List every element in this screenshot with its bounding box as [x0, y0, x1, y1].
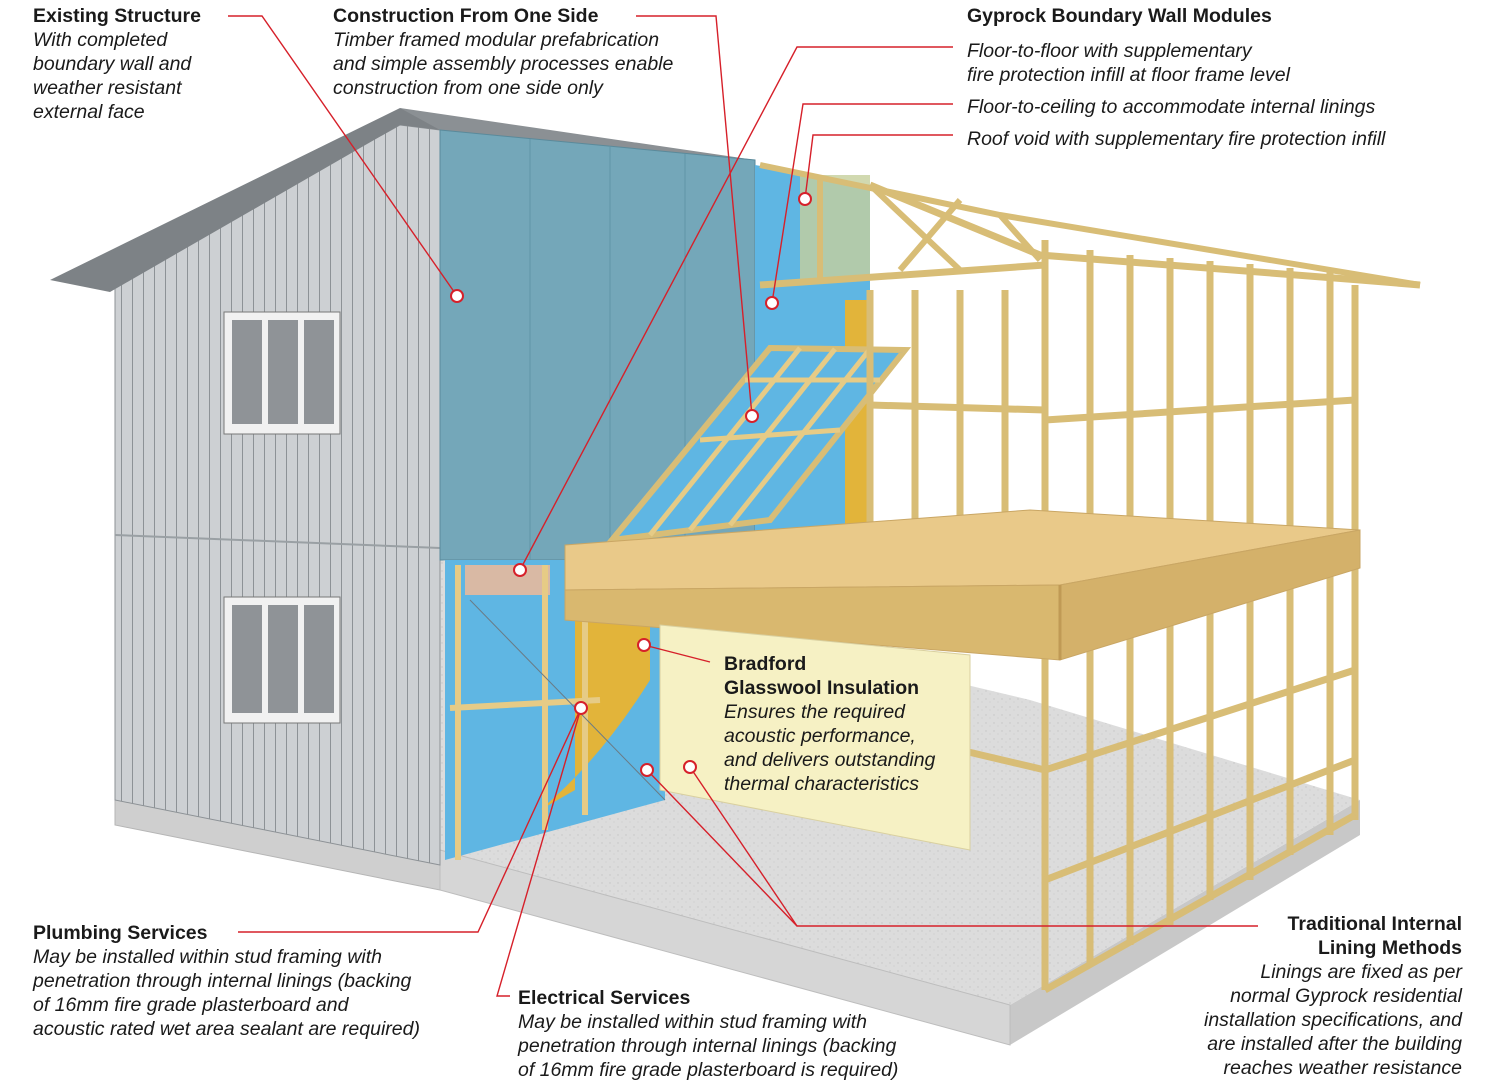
- tilted-panel: [604, 344, 912, 544]
- callout-title: Plumbing Services: [33, 922, 208, 944]
- callout-gyprock-modules: Gyprock Boundary Wall Modules Floor-to-f…: [967, 4, 1385, 151]
- callout-description: Ensures the required acoustic performanc…: [724, 701, 936, 795]
- boundary-wall-board: [439, 129, 756, 561]
- callout-existing-structure: Existing Structure With completed bounda…: [33, 4, 201, 124]
- lower-wall-module: [445, 560, 666, 860]
- callout-title: Traditional Internal Lining Methods: [1287, 913, 1462, 959]
- module-item-floor-to-ceiling: Floor-to-ceiling to accommodate internal…: [967, 96, 1376, 118]
- callout-construction-one-side: Construction From One Side Timber framed…: [333, 4, 673, 100]
- callout-description: Timber framed modular prefabrication and…: [333, 29, 674, 99]
- callout-title: Construction From One Side: [333, 5, 599, 27]
- callout-plumbing-services: Plumbing Services May be installed withi…: [33, 921, 420, 1041]
- callout-title: Gyprock Boundary Wall Modules: [967, 5, 1272, 27]
- callout-title: Existing Structure: [33, 5, 201, 27]
- callout-description: May be installed within stud framing wit…: [33, 946, 420, 1040]
- callout-title: Electrical Services: [518, 987, 691, 1009]
- leader-lines: [228, 15, 1258, 997]
- callout-description: May be installed within stud framing wit…: [518, 1011, 899, 1081]
- callout-description: Linings are fixed as per normal Gyprock …: [1204, 961, 1462, 1079]
- floor-deck: [564, 509, 1361, 661]
- callout-title: Bradford Glasswool Insulation: [724, 653, 920, 699]
- callout-description: With completed boundary wall and weather…: [33, 29, 192, 123]
- module-item-floor-to-floor: Floor-to-floor with supplementary fire p…: [967, 40, 1290, 86]
- callout-electrical-services: Electrical Services May be installed wit…: [518, 986, 898, 1082]
- lower-window: [223, 596, 341, 724]
- internal-lining-board: [659, 624, 971, 851]
- module-item-roof-void: Roof void with supplementary fire protec…: [967, 128, 1386, 150]
- existing-structure: [50, 108, 755, 866]
- callout-markers: [450, 192, 812, 777]
- roof-trusses: [759, 162, 1421, 288]
- callout-bradford-insulation: Bradford Glasswool Insulation Ensures th…: [724, 652, 935, 796]
- upper-window: [223, 311, 341, 435]
- callout-internal-lining: Traditional Internal Lining Methods Lini…: [1204, 912, 1462, 1080]
